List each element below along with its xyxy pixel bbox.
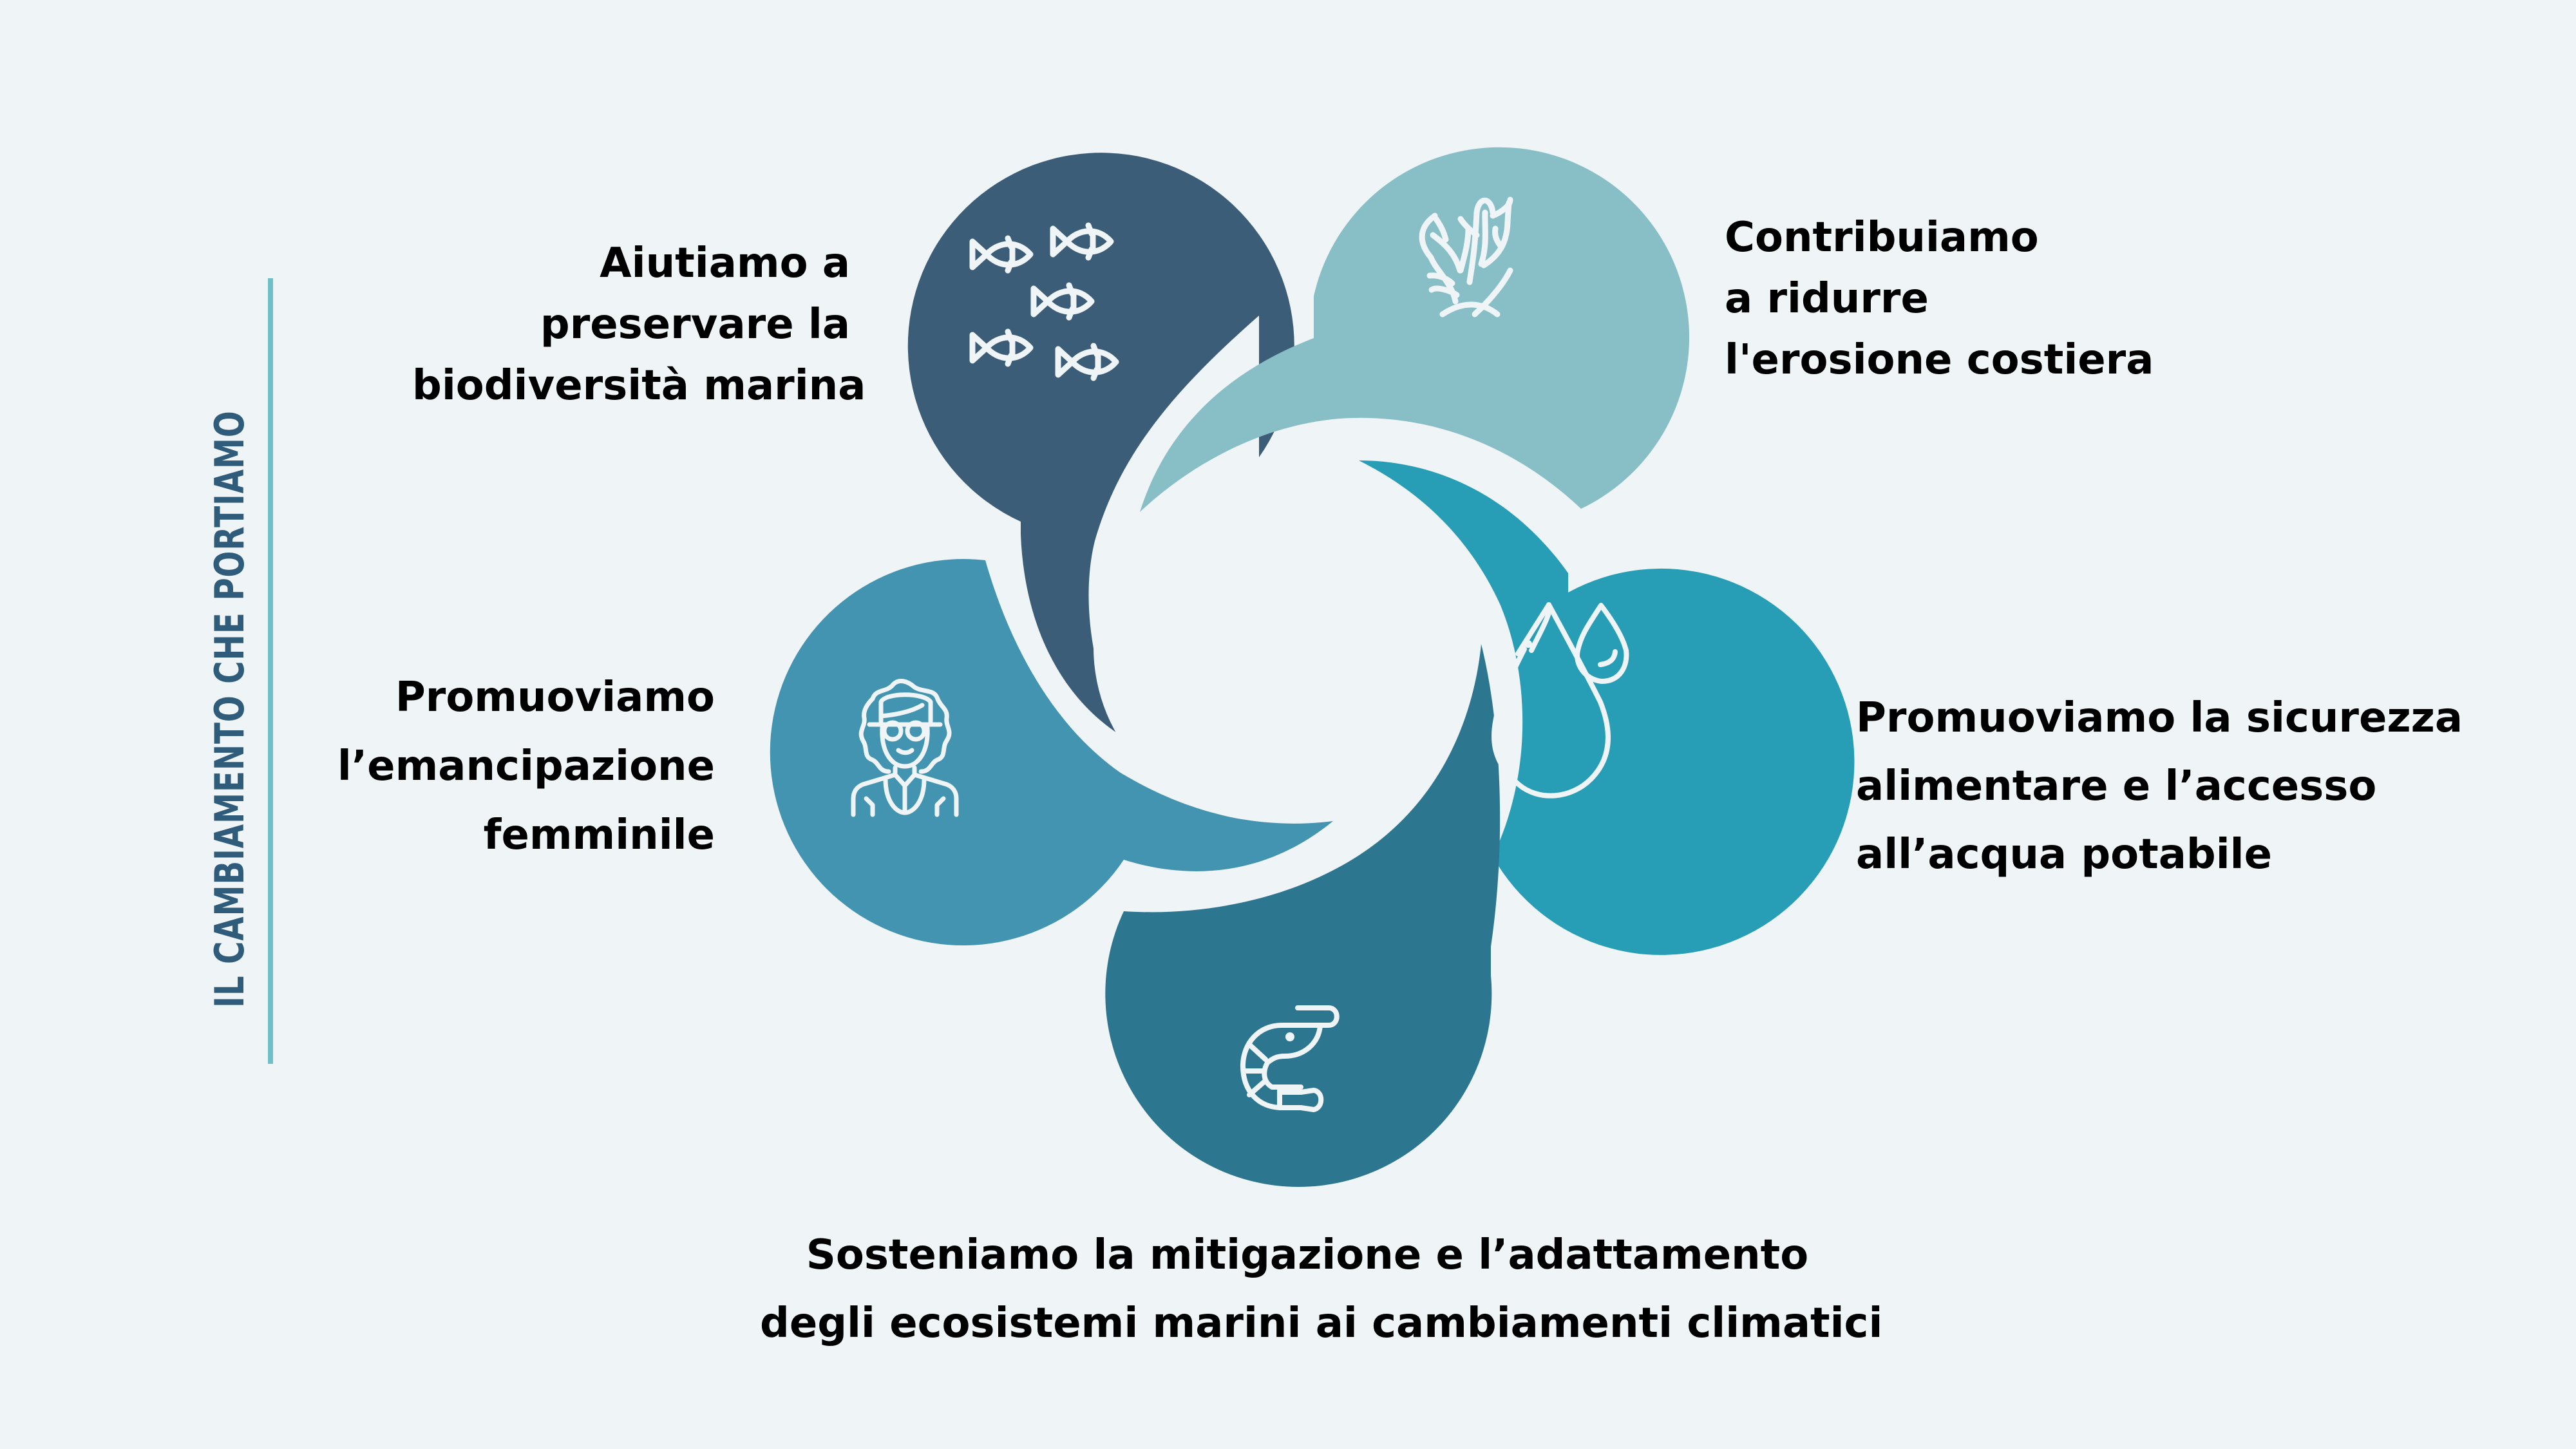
label-coastal-erosion: Contribuiamo a ridurre l'erosione costie… xyxy=(1725,214,2154,384)
water-drops-icon xyxy=(1492,602,1629,799)
title-divider xyxy=(268,278,273,1064)
bubble-climate xyxy=(1105,644,1501,1188)
shrimp-icon xyxy=(1240,1005,1340,1112)
bubble-biodiversity xyxy=(907,153,1294,738)
center-hub xyxy=(1094,473,1441,821)
label-climate: Sosteniamo la mitigazione e l’adattament… xyxy=(760,1231,1883,1347)
label-food-water: Promuoviamo la sicurezza alimentare e l’… xyxy=(1856,694,2463,878)
label-biodiversity: Aiutiamo a preservare la biodiversità ma… xyxy=(412,240,866,410)
bubble-women xyxy=(770,559,1333,946)
bubble-coastal-erosion xyxy=(1140,147,1690,512)
fish-school-icon xyxy=(969,222,1119,381)
coral-icon xyxy=(1419,196,1513,317)
bubble-food-water xyxy=(1359,460,1855,955)
label-women: Promuoviamo l’emancipazione femminile xyxy=(337,674,715,859)
woman-avatar-icon xyxy=(851,679,959,817)
